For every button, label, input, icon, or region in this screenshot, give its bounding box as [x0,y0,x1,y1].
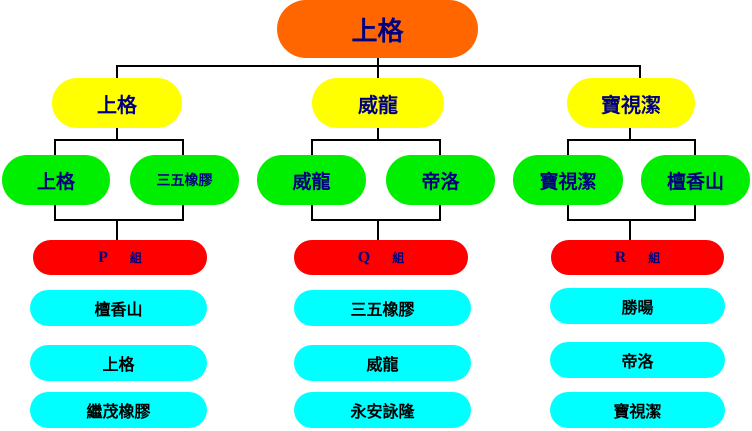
member-label-r-1: 勝暘 [621,298,654,317]
child-node-3-1: 寶視潔 [513,155,623,205]
child-node-2-1: 威龍 [257,155,366,205]
group-node-q: Q 組 [294,240,468,275]
connector-branch-2 [311,128,441,155]
connector-branch-3 [567,128,696,155]
member-node-r-2: 帝洛 [550,342,725,378]
member-label-p-3: 繼茂橡膠 [86,402,151,421]
root-node: 上格 [277,0,478,58]
child-node-1-1: 上格 [2,155,110,205]
member-label-q-3: 永安詠隆 [350,402,415,421]
member-node-r-1: 勝暘 [550,288,725,324]
group-node-p: P 組 [33,240,207,275]
connector-children-1 [54,205,184,240]
child-node-3-2: 檀香山 [641,155,750,205]
root-label: 上格 [351,16,404,47]
member-label-p-1: 檀香山 [94,300,143,319]
member-node-p-3: 繼茂橡膠 [30,392,207,428]
member-label-q-1: 三五橡膠 [350,300,415,319]
child-node-1-2: 三五橡膠 [130,155,239,205]
branch-node-1: 上格 [52,78,182,128]
connector-children-3 [567,205,696,240]
member-node-p-2: 上格 [30,345,207,381]
member-node-q-3: 永安詠隆 [294,392,471,428]
branch-node-3: 寶視潔 [567,78,695,128]
group-suffix-q: 組 [392,251,405,265]
branch-node-2: 威龍 [312,78,444,128]
group-id-q: Q [357,248,371,266]
child-label-1-1: 上格 [36,170,75,193]
member-label-r-3: 寶視潔 [613,402,662,421]
child-label-2-2: 帝洛 [421,170,460,193]
member-node-q-1: 三五橡膠 [294,290,471,326]
group-suffix-p: 組 [129,251,142,265]
member-node-r-3: 寶視潔 [550,392,725,428]
child-label-3-2: 檀香山 [666,170,724,193]
group-suffix-r: 組 [648,251,661,265]
child-label-1-2: 三五橡膠 [156,173,213,189]
group-id-r: R [614,248,627,266]
branch-label-1: 上格 [97,92,137,117]
group-node-r: R 組 [551,240,724,275]
connector-branch-1 [54,128,184,155]
connector-children-2 [311,205,441,240]
member-node-q-2: 威龍 [294,345,471,381]
child-label-3-1: 寶視潔 [539,170,597,193]
branch-label-3: 寶視潔 [601,92,661,117]
member-node-p-1: 檀香山 [30,290,207,326]
member-label-q-2: 威龍 [366,355,399,374]
branch-label-2: 威龍 [358,92,398,117]
group-id-p: P [98,248,108,266]
child-node-2-2: 帝洛 [386,155,495,205]
child-label-2-1: 威龍 [292,170,331,193]
member-label-p-2: 上格 [102,355,135,374]
member-label-r-2: 帝洛 [621,352,654,371]
